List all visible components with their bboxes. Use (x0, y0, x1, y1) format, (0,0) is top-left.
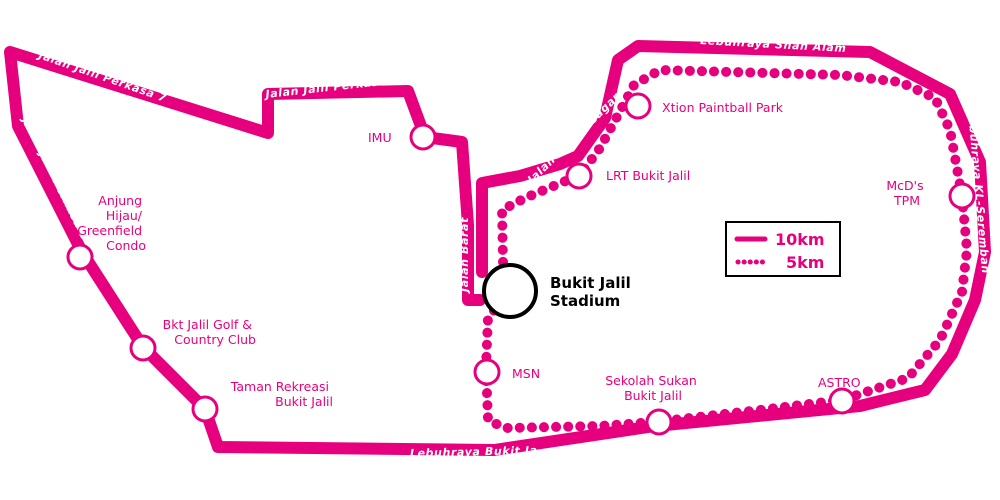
stop-label-xtion: Xtion Paintball Park (662, 100, 784, 115)
stop-marker-anjung (66, 243, 94, 271)
stop-marker-sekolah (645, 408, 673, 436)
stadium-marker (482, 263, 538, 319)
stop-label-lrt: LRT Bukit Jalil (606, 168, 690, 183)
stop-marker-lrt (565, 162, 593, 190)
stop-label-imu: IMU (368, 130, 392, 145)
stop-marker-msn (473, 358, 501, 386)
road-label-perkasa7: Jalan Jalil Perkasa 7 (35, 48, 168, 105)
stop-marker-golf (129, 334, 157, 362)
route-5km (481, 65, 972, 433)
stop-marker-taman (191, 395, 219, 423)
stop-label-mcd: McD's TPM (886, 178, 927, 208)
stop-marker-astro (828, 387, 856, 415)
legend-label-10km: 10km (775, 230, 825, 249)
stop-label-astro: ASTRO (818, 375, 861, 390)
stadium-label: Bukit Jalil Stadium (550, 274, 636, 310)
road-label-barat: Jalan Barat (458, 217, 471, 294)
stop-marker-xtion (624, 92, 652, 120)
stop-label-sekolah: Sekolah Sukan Bukit Jalil (605, 373, 701, 403)
stop-label-taman: Taman Rekreasi Bukit Jalil (230, 379, 333, 409)
road-label-perkasa19: Jalan Jalil Perkasa 19 (0, 0, 392, 101)
stop-label-msn: MSN (512, 366, 540, 381)
legend-label-5km: 5km (786, 253, 824, 272)
legend-box (725, 221, 841, 277)
stop-marker-imu (409, 123, 437, 151)
stop-label-golf: Bkt Jalil Golf & Country Club (163, 317, 256, 347)
legend: 10km 5km (725, 221, 841, 277)
stop-marker-mcd (948, 182, 976, 210)
stop-label-anjung: Anjung Hijau/ Greenfield Condo (77, 193, 146, 253)
route-10km (4, 40, 991, 456)
